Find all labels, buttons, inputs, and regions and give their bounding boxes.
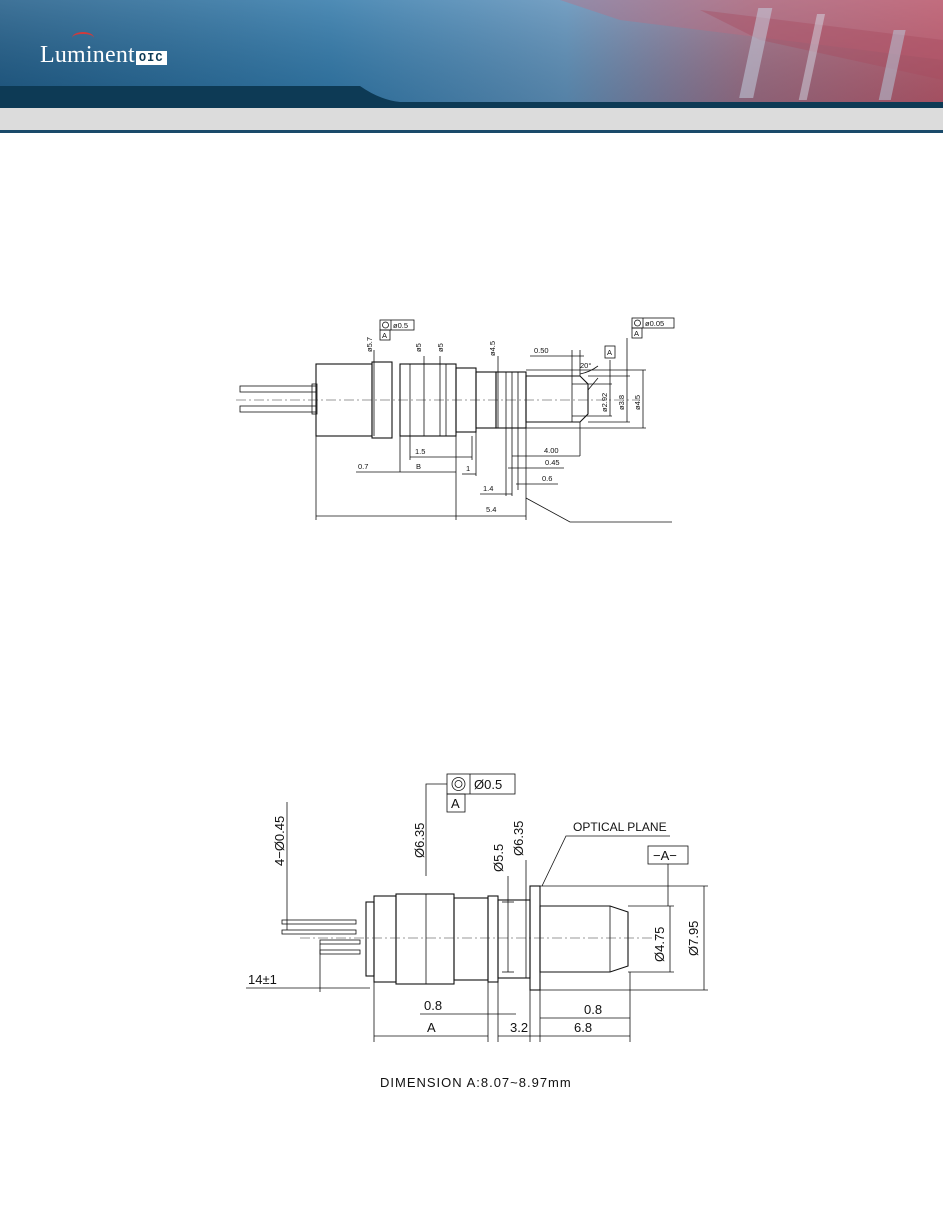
dim-400: 4.00: [544, 446, 559, 455]
dim-68: 6.8: [574, 1020, 592, 1035]
dim-d55: Ø5.5: [491, 844, 506, 872]
dim-d635b: Ø6.35: [511, 821, 526, 856]
dim-d45-right: ø4.5: [633, 395, 642, 410]
dim-08b: 0.8: [584, 1002, 602, 1017]
tol-right: ø0.05: [645, 319, 664, 328]
dim-14: 1.4: [483, 484, 493, 493]
dim-06: 0.6: [542, 474, 552, 483]
dim-d475: Ø4.75: [652, 927, 667, 962]
dim-lead: 14±1: [248, 972, 277, 987]
dim-d795: Ø7.95: [686, 921, 701, 956]
datum-left: A: [382, 331, 387, 340]
datum-right: A: [634, 329, 639, 338]
logo-text: Luminent: [40, 42, 135, 68]
dim-A: A: [427, 1020, 436, 1035]
dim-angle-20: 20°: [580, 361, 591, 370]
dim-d57: ø5.7: [365, 337, 374, 352]
dim-d5b: ø5: [436, 343, 445, 352]
dim-d292: ø2.92: [600, 393, 609, 412]
tol-frame-datum: A: [451, 796, 460, 811]
dim-B: B: [416, 462, 421, 471]
dimension-caption: DIMENSION A:8.07~8.97mm: [380, 1075, 572, 1090]
dim-08a: 0.8: [424, 998, 442, 1013]
dim-d45-top: ø4.5: [488, 341, 497, 356]
dim-1: 1: [466, 464, 470, 473]
dim-pins: 4−Ø0.45: [272, 816, 287, 866]
header-banner: Luminent OIC: [0, 0, 943, 135]
logo-badge: OIC: [135, 51, 167, 65]
logo-swoosh-icon: [72, 32, 94, 44]
dim-045: 0.45: [545, 458, 560, 467]
optical-plane-label: OPTICAL PLANE: [573, 820, 667, 834]
datum-box: −A−: [653, 848, 677, 863]
dim-15: 1.5: [415, 447, 425, 456]
dim-54: 5.4: [486, 505, 496, 514]
tol-left: ø0.5: [393, 321, 408, 330]
dim-d5a: ø5: [414, 343, 423, 352]
dim-07: 0.7: [358, 462, 368, 471]
mechanical-drawing-bottom: Ø0.5 A 4−Ø0.45 Ø6.35 Ø5.5 Ø6.35 OPTI: [0, 760, 943, 1100]
tol-frame-value: Ø0.5: [474, 777, 502, 792]
dim-d38: ø3.8: [617, 395, 626, 410]
mechanical-drawing-top: ø0.5 A ø0.05 A A ø5.7 ø5 ø5 ø4.5 ø2.92 ø…: [0, 300, 943, 540]
dim-d635a: Ø6.35: [412, 823, 427, 858]
dim-32: 3.2: [510, 1020, 528, 1035]
logo: Luminent OIC: [40, 32, 167, 68]
datum-box-small: A: [607, 348, 612, 357]
dim-050: 0.50: [534, 346, 549, 355]
